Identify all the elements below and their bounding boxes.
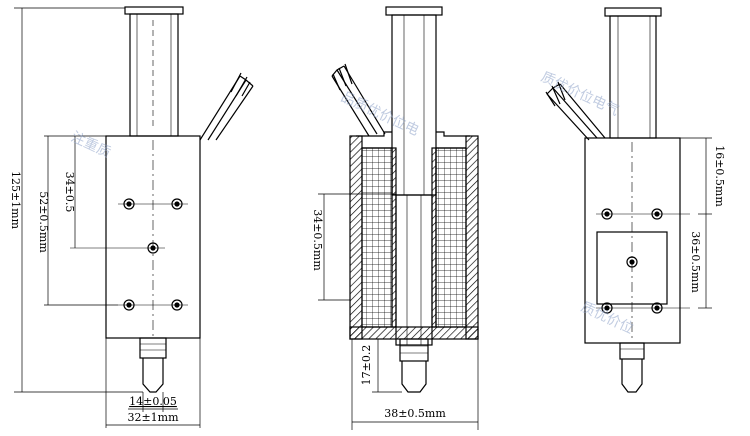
dim-middle-17: 17±0.2 <box>360 345 373 386</box>
dim-middle-34: 34±0.5mm <box>311 209 324 271</box>
right-mounting-plate <box>596 231 668 305</box>
middle-shaft-nut <box>399 338 429 362</box>
middle-coil-left <box>361 147 393 328</box>
right-plunger <box>609 15 657 139</box>
right-lead-wires <box>545 81 606 141</box>
middle-housing-right-wall <box>465 135 479 340</box>
left-lead-wires <box>199 72 254 141</box>
dim-left-34: 34±0.5 <box>63 172 76 213</box>
right-dimension-lines <box>680 137 712 309</box>
left-mounting-holes <box>70 198 188 311</box>
middle-view <box>318 6 479 430</box>
right-shaft-nut <box>619 342 645 360</box>
middle-coil-right <box>435 147 467 328</box>
left-plunger-cap <box>124 6 184 15</box>
middle-shaft-tip <box>401 361 427 393</box>
left-view <box>14 6 254 428</box>
middle-housing-bottom <box>349 326 479 340</box>
middle-core <box>395 194 433 346</box>
left-shaft-nut <box>139 337 167 359</box>
watermark-text-a: 质优价位电气 <box>538 69 621 119</box>
middle-lead-wires <box>331 63 386 137</box>
dim-shaft-14: 14±0.05 <box>129 395 177 408</box>
watermark-text-b: 品质优价位电 <box>338 89 421 139</box>
left-shaft-tip <box>142 358 164 393</box>
dim-width-32: 32±1mm <box>127 411 179 424</box>
right-mounting-holes <box>596 208 690 314</box>
middle-housing-top <box>356 131 392 137</box>
dim-total-length: 125±1mm <box>9 171 22 230</box>
middle-dimension-lines <box>318 193 479 430</box>
right-view <box>545 7 712 393</box>
dim-middle-38: 38±0.5mm <box>384 407 446 420</box>
middle-plunger-cap <box>385 6 443 16</box>
watermark-text-d: 质优价位 <box>578 299 636 337</box>
right-plunger-cap <box>604 7 662 17</box>
right-shaft-tip <box>621 359 643 393</box>
middle-housing-left-wall <box>349 135 363 340</box>
dim-right-36: 36±0.5mm <box>689 231 702 293</box>
middle-plunger <box>391 14 437 196</box>
dim-right-16: 16±0.5mm <box>713 145 726 207</box>
left-dimension-lines <box>14 7 201 428</box>
dim-left-52: 52±0.5mm <box>37 191 50 253</box>
